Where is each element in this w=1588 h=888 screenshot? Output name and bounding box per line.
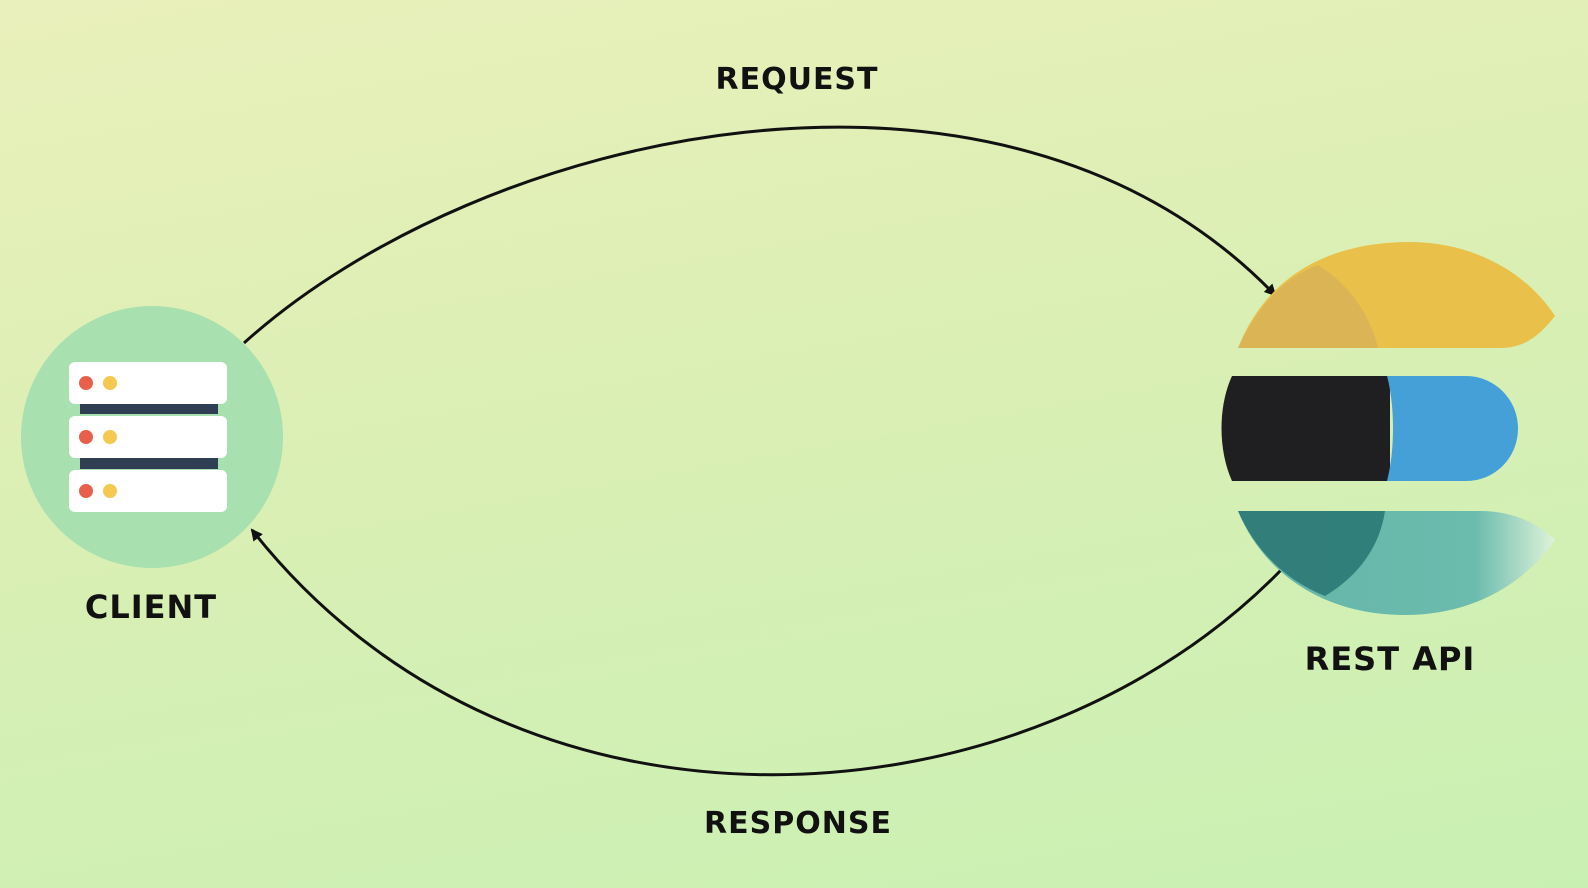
client-label: CLIENT [84,588,218,626]
request-arrow [242,125,1277,345]
elastic-logo-icon [1221,242,1555,615]
response-label: RESPONSE [704,806,892,841]
rest-api-label: REST API [1304,640,1476,678]
request-label: REQUEST [715,62,879,97]
server-stack-icon [21,306,283,568]
response-arrow [250,528,1285,777]
